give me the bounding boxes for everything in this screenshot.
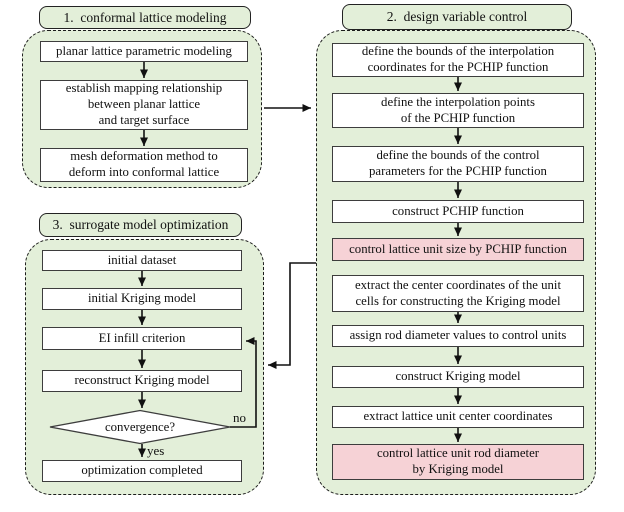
step-extract-lattice-unit-center-coordinates: extract lattice unit center coordinates	[332, 406, 584, 428]
decision-convergence-label: convergence?	[104, 419, 176, 434]
arrow-s2-to-s3	[268, 262, 316, 369]
label-yes: yes	[147, 443, 165, 458]
label-no: no	[233, 410, 246, 425]
step-define-bounds-control-parameters: define the bounds of the control paramet…	[332, 146, 584, 182]
step-control-lattice-unit-size-pchip: control lattice unit size by PCHIP funct…	[332, 238, 584, 261]
arrow-no-loop	[230, 337, 257, 428]
step-planar-lattice-parametric-modeling: planar lattice parametric modeling	[40, 41, 248, 62]
step-initial-dataset: initial dataset	[42, 250, 242, 271]
section3-title: 3. surrogate model optimization	[39, 213, 242, 237]
section2-title: 2. design variable control	[342, 4, 572, 30]
step-define-bounds-interpolation-coordinates: define the bounds of the interpolation c…	[332, 43, 584, 77]
step-reconstruct-kriging-model: reconstruct Kriging model	[42, 370, 242, 392]
step-define-interpolation-points: define the interpolation points of the P…	[332, 93, 584, 128]
step-construct-kriging-model: construct Kriging model	[332, 366, 584, 388]
step-ei-infill-criterion: EI infill criterion	[42, 327, 242, 350]
step-optimization-completed: optimization completed	[42, 460, 242, 482]
section1-title: 1. conformal lattice modeling	[39, 6, 251, 29]
step-initial-kriging-model: initial Kriging model	[42, 288, 242, 310]
step-mesh-deformation-method: mesh deformation method to deform into c…	[40, 148, 248, 182]
step-extract-center-coordinates-unit-cells: extract the center coordinates of the un…	[332, 275, 584, 312]
step-construct-pchip-function: construct PCHIP function	[332, 200, 584, 223]
step-control-lattice-unit-rod-diameter: control lattice unit rod diameter by Kri…	[332, 444, 584, 480]
step-assign-rod-diameter-values: assign rod diameter values to control un…	[332, 325, 584, 347]
step-establish-mapping-relationship: establish mapping relationship between p…	[40, 80, 248, 130]
